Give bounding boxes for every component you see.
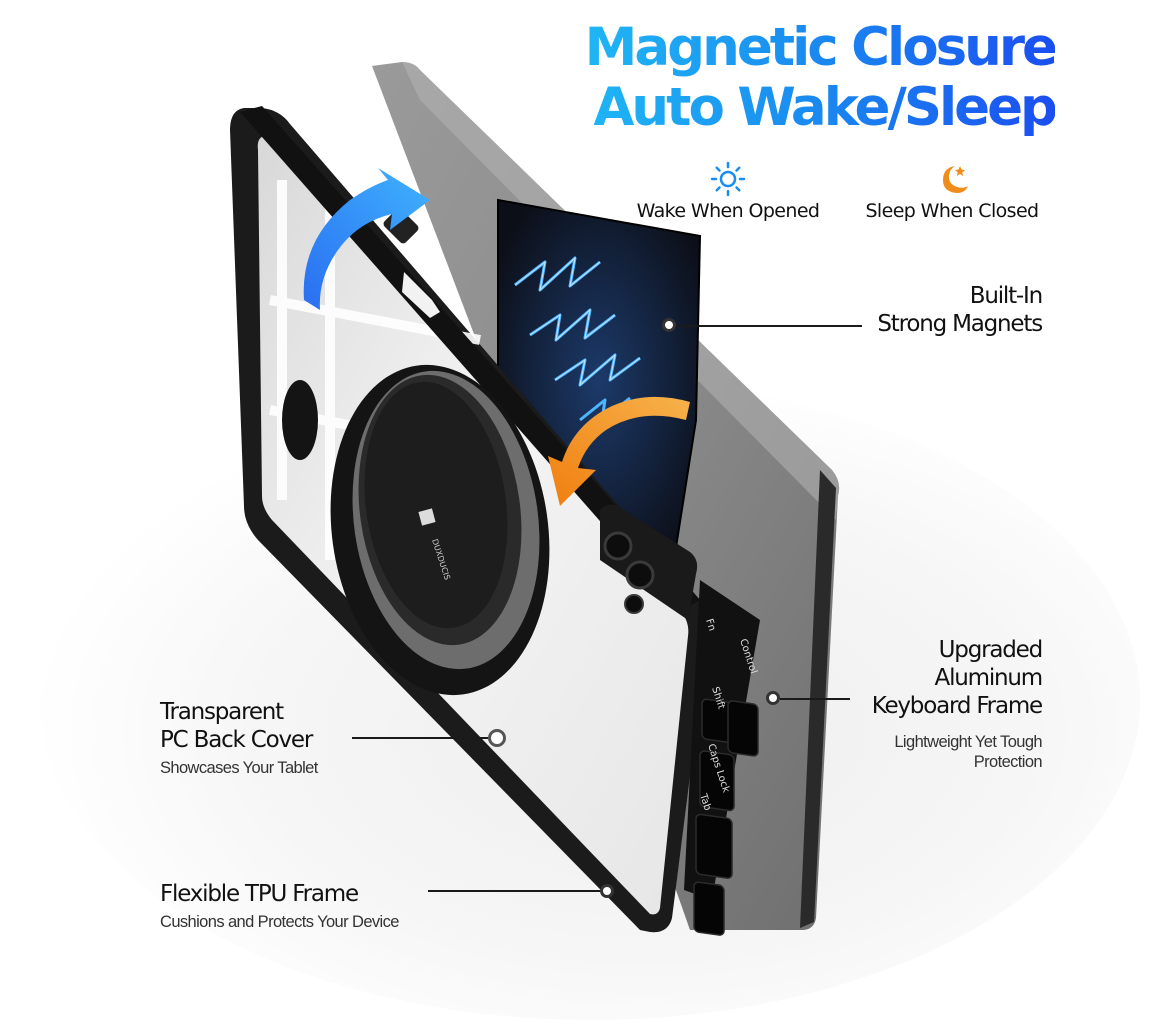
headline-line-2: Auto Wake/Sleep [593,77,1055,138]
callout-back-cover-line-1: Transparent [160,699,284,725]
leader-dot-magnets [662,318,676,332]
callout-magnets-line-1: Built-In [969,283,1043,309]
leader-line-magnets [676,325,862,327]
moon-star-icon [854,160,1050,198]
feature-sleep: Sleep When Closed [854,160,1050,222]
headline: Magnetic Closure Auto Wake/Sleep [585,18,1055,138]
leader-line-keyboard [780,698,850,700]
blue-arrow [303,168,430,310]
callout-magnets-line-2: Strong Magnets [877,311,1043,337]
feature-wake-label: Wake When Opened [636,200,820,222]
callout-keyboard-line-2: Aluminum [934,665,1044,691]
ring-holder: DUXDUCIS [282,364,550,696]
magnet-panel [497,198,702,562]
callout-tpu-sub: Cushions and Protects Your Device [160,913,399,931]
callout-keyboard-line-3: Keyboard Frame [871,693,1043,719]
callout-keyboard-line-1: Upgraded [938,637,1044,663]
callout-keyboard-sub-1: Lightweight Yet Tough [894,733,1042,751]
leader-line-back-cover [352,737,488,739]
callout-back-cover-line-2: PC Back Cover [160,727,313,753]
feature-wake: Wake When Opened [628,160,828,222]
keyboard-keys: Fn Control Shift Caps Lock Tab [684,580,760,936]
leader-line-tpu [428,890,600,892]
callout-magnets: Built-In Strong Magnets [877,282,1043,338]
key-tab: Tab [697,792,713,812]
callout-back-cover-sub: Showcases Your Tablet [160,759,318,777]
callout-tpu-frame: Flexible TPU Frame Cushions and Protects… [160,880,399,932]
callout-keyboard-frame: Upgraded Aluminum Keyboard Frame Lightwe… [871,636,1044,772]
sun-icon [628,160,828,198]
leader-dot-back-cover [488,729,506,747]
feature-sleep-label: Sleep When Closed [865,200,1039,222]
callout-tpu-title: Flexible TPU Frame [160,881,359,907]
callout-keyboard-sub-2: Protection [973,753,1043,771]
key-fn: Fn [703,618,717,633]
leader-dot-tpu [600,884,614,898]
headline-line-1: Magnetic Closure [584,17,1055,78]
orange-arrow [548,396,690,506]
camera-module [600,504,698,620]
callout-back-cover: Transparent PC Back Cover Showcases Your… [160,698,318,778]
leader-dot-keyboard [766,691,780,705]
